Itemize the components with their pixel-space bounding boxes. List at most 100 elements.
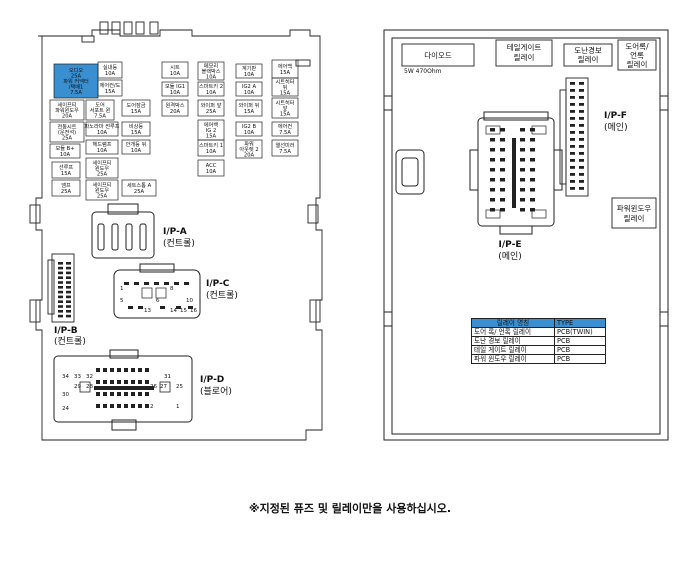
ipb-pin — [66, 271, 71, 275]
fuse-label: 10A — [170, 71, 181, 77]
ipe-bus-bar — [512, 138, 516, 208]
ipb-pin — [66, 314, 71, 318]
table-header-row: 릴레이 명칭 TYPE — [471, 318, 606, 328]
ipe-pin — [520, 168, 525, 172]
fuse-label: 세이프티 — [92, 158, 111, 166]
ipc-pin — [188, 306, 193, 309]
ipb-pin — [58, 266, 63, 270]
ipb-pin — [66, 300, 71, 303]
fuse-label: 세이프티 — [92, 180, 111, 188]
fuse-label: 앰프 — [61, 181, 71, 189]
ipb-pins — [58, 262, 71, 318]
fuse-label: /택배1 — [69, 83, 84, 91]
ipe-pin — [530, 148, 535, 152]
ipc-pin-label: 8 — [170, 286, 174, 292]
theft-relay-line2: 릴레이 — [578, 54, 599, 64]
ipe-title: I/P-E — [499, 240, 522, 250]
table-row: 파워 윈도우 릴레이 PCB — [471, 354, 606, 364]
fuse-label: 25A — [97, 172, 108, 178]
fuse-label: 와이퍼 뒤 — [239, 101, 260, 109]
ipf-pin — [570, 89, 575, 92]
ipd-pin — [117, 404, 121, 408]
ipd-pin — [103, 368, 107, 372]
fuse-label: 에어백 — [278, 62, 293, 70]
ipe-pin — [490, 128, 495, 132]
fuse-label: 블랙박스 — [201, 67, 220, 75]
fuse-label: 열선미러 — [275, 141, 294, 149]
fuse-label: 스마트키 2 — [199, 82, 223, 90]
ipe-pin — [520, 188, 525, 192]
ipe-pin — [490, 198, 495, 202]
fuse-label: ACC — [206, 163, 217, 169]
fuse-label: 15A — [131, 130, 142, 136]
fuse-label: 15A — [244, 109, 255, 115]
ipd-pin — [124, 404, 128, 408]
ipd-pin — [117, 392, 121, 396]
doorlock-relay-line3: 릴레이 — [627, 59, 648, 69]
relay-type-table: 릴레이 명칭 TYPE 도어 록/ 언록 릴레이 PCB(TWIN) 도난 경보… — [471, 318, 606, 364]
ipb-pin — [58, 262, 63, 265]
tailgate-relay-line2: 릴레이 — [514, 52, 535, 62]
fuse-label: 원격박스 — [165, 101, 184, 109]
fuse-label: 파워윈도우 — [55, 106, 79, 114]
ipd-pin-label: 25 — [176, 384, 183, 390]
ipe-socket — [485, 209, 501, 219]
fuse-label: 아웃렛 2 — [239, 145, 258, 153]
ipc-pin — [124, 282, 129, 285]
fuse-label: 스마트키 1 — [199, 141, 223, 149]
ipf-pin — [579, 180, 584, 183]
ipb-subtitle: (컨트롤) — [54, 336, 86, 347]
ipd-pin — [110, 380, 114, 384]
tailgate-relay-line1: 테일게이트 — [507, 42, 542, 52]
ipd-pin-label: 24 — [62, 406, 69, 412]
ipb-pin — [66, 305, 71, 308]
ipe-pin — [530, 178, 535, 182]
ipd-pin — [117, 368, 121, 372]
ipb-pin — [58, 290, 63, 294]
ipd-pin — [96, 392, 100, 396]
fuse-label: IG2 B — [242, 124, 256, 130]
fuse-label: 25A — [61, 189, 72, 195]
fuse-label: 10A — [244, 90, 255, 96]
ipd-pins: 343332313029282726252421 — [62, 368, 183, 412]
fuse-label: 10A — [97, 148, 108, 154]
ipc-pin — [154, 282, 159, 285]
fuse-label: 전동시트 — [57, 123, 76, 130]
fuse-label: 메모리 — [204, 61, 219, 69]
ipd-pin — [138, 392, 142, 396]
ipe-pin — [530, 158, 535, 162]
fuse-label: 15A — [131, 109, 142, 115]
ipc-pin — [144, 282, 149, 285]
fuse-label: 모듈 IG1 — [165, 83, 185, 90]
ipd-connector — [53, 349, 193, 431]
window-relay-line2: 릴레이 — [624, 213, 645, 223]
ipd-pin — [110, 404, 114, 408]
ipd-pin — [131, 368, 135, 372]
ipa-subtitle: (컨트롤) — [163, 238, 195, 249]
ipd-pin — [103, 404, 107, 408]
ipb-pin — [66, 262, 71, 265]
diode-label: 다이오드 — [424, 50, 452, 60]
ipc-pin-label: 10 — [186, 298, 193, 304]
ipf-pin — [570, 96, 575, 99]
fuse-label: 10A — [97, 130, 108, 136]
ipd-title: I/P-D — [200, 375, 224, 385]
ipd-pin — [145, 392, 149, 396]
ipe-pin — [500, 198, 505, 202]
ipf-title: I/P-F — [604, 111, 627, 121]
ipf-pin — [570, 103, 575, 106]
window-relay-line1: 파워윈도우 — [617, 204, 652, 213]
fuse-label: 15A — [61, 171, 72, 177]
door-lock-relay — [617, 39, 657, 71]
ipd-pin — [131, 392, 135, 396]
ipc-socket — [155, 287, 167, 299]
ipe-pin — [530, 188, 535, 192]
ipf-pin — [579, 131, 584, 134]
table-cell: 도어 록/ 언록 릴레이 — [471, 327, 555, 337]
